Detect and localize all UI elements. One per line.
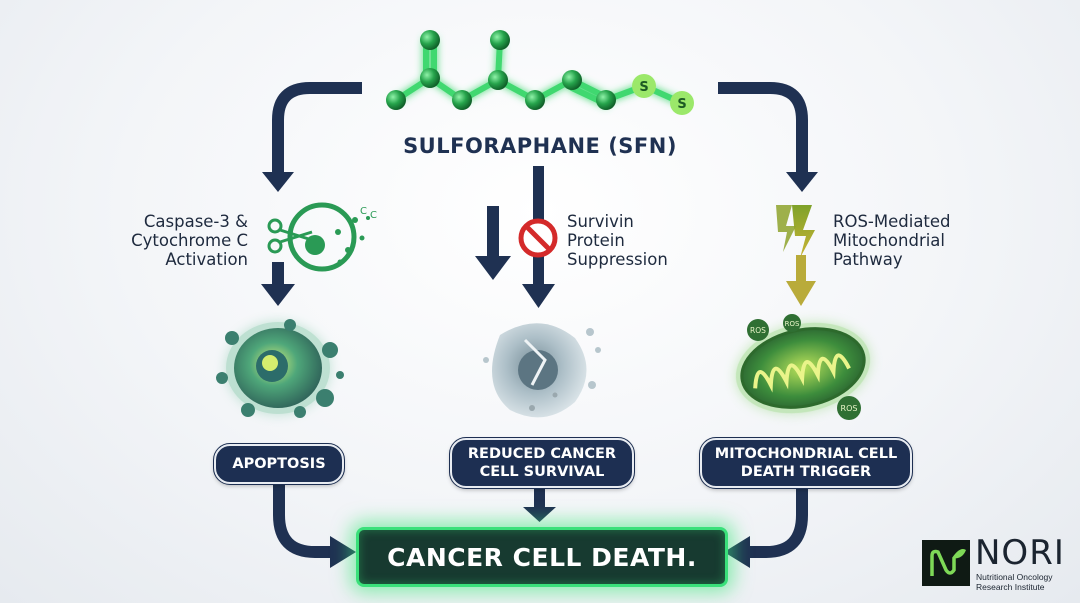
ros-label: ROS [841,404,858,413]
compound-title: SULFORAPHANE (SFN) [403,134,677,158]
label-line: Caspase-3 & [143,212,248,231]
logo-name: NORI [975,533,1065,573]
mitochondrion-illustration: ROS ROS ROS [735,314,871,420]
outcome-reduced-survival: REDUCED CANCER CELL SURVIVAL [449,437,635,489]
apoptotic-cell-illustration [216,319,344,418]
nori-logo-icon [922,540,970,586]
atom-label-s1: S [639,80,648,95]
arrow-sfn-to-caspase [262,82,362,192]
arrow-survival-to-death [523,484,556,522]
outcome-mito-death: MITOCHONDRIAL CELL DEATH TRIGGER [699,437,913,489]
svg-text:C: C [370,210,377,221]
label-line: Survivin [567,212,634,231]
label-line: Cytochrome C [131,231,248,250]
outcome-apoptosis: APOPTOSIS [213,443,345,485]
label-line: Mitochondrial [833,231,946,250]
logo-subtitle: Nutritional Oncology Research Institute [976,572,1053,592]
down-arrow-survivin [475,206,511,280]
arrow-caspase-to-apoptosis [261,262,295,306]
fragmented-cell-illustration [483,323,601,418]
pill-line: DEATH TRIGGER [740,464,872,480]
pathway-label-caspase: Caspase-3 & Cytochrome C Activation [118,212,248,269]
arrow-mito-to-death [724,484,808,568]
pill-line: REDUCED CANCER [467,446,617,462]
label-line: Suppression [567,250,668,269]
arrow-apoptosis-to-death [273,482,356,568]
lightning-bolt-icon [776,205,816,306]
pill-line: MITOCHONDRIAL CELL [714,446,898,462]
ros-label: ROS [750,326,766,335]
label-line: ROS-Mediated [833,212,951,231]
logo-sub-line: Research Institute [976,582,1045,592]
pathway-label-survivin: Survivin Protein Suppression [567,212,687,269]
ros-label: ROS [785,320,800,328]
pill-line: APOPTOSIS [232,456,326,472]
logo-sub-line: Nutritional Oncology [976,572,1053,582]
pill-line: CELL SURVIVAL [479,464,605,480]
label-line: Protein [567,231,625,250]
svg-text:C: C [360,206,367,217]
atom-label-s2: S [677,97,686,112]
prohibition-icon [518,218,558,258]
pathway-label-ros: ROS-Mediated Mitochondrial Pathway [833,212,973,269]
label-line: Pathway [833,250,903,269]
scissors-cell-icon: C C [267,202,377,272]
final-outcome-box: CANCER CELL DEATH. [356,527,728,587]
arrow-sfn-to-ros [718,82,818,192]
label-line: Activation [165,250,248,269]
